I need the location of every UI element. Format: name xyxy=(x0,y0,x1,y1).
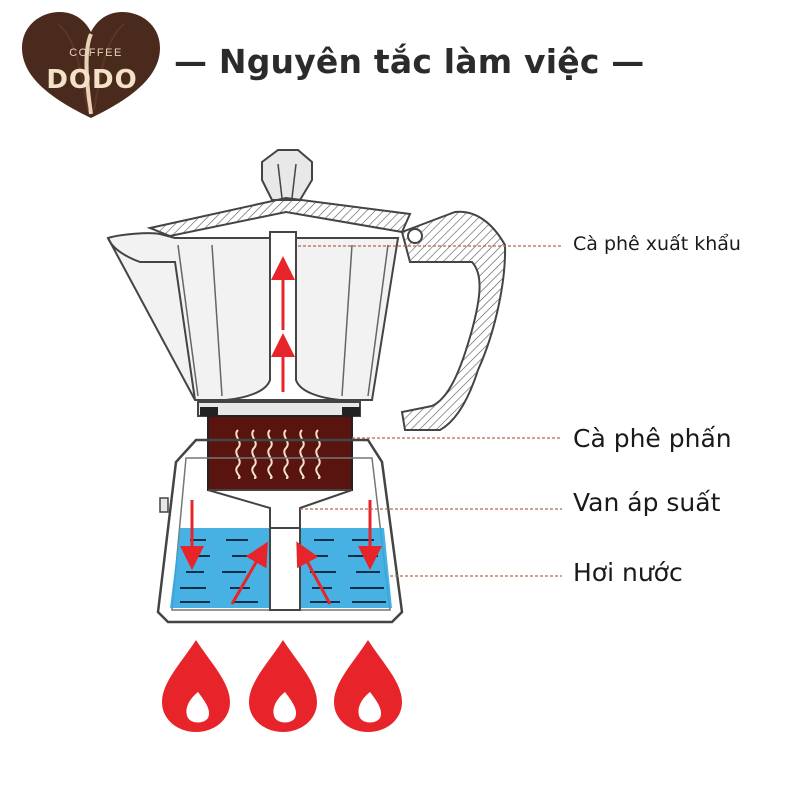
page-title: — Nguyên tắc làm việc — xyxy=(174,42,645,81)
flame-icon xyxy=(162,640,230,732)
label-steam: Hơi nước xyxy=(573,558,683,587)
label-coffee-grounds: Cà phê phấn xyxy=(573,424,732,453)
label-pressure-valve: Van áp suất xyxy=(573,488,721,517)
arrow-icon xyxy=(230,541,268,605)
brand-name: DODO xyxy=(46,65,137,95)
arrow-icon xyxy=(296,541,332,605)
flame-icon xyxy=(334,640,402,732)
lid-knob xyxy=(261,149,313,201)
coffee-bean-logo-icon xyxy=(22,12,160,118)
flame-icon xyxy=(249,640,317,732)
leader-lines xyxy=(298,245,562,577)
brand-small-text: COFFEE xyxy=(69,47,123,59)
flow-arrows xyxy=(180,256,382,605)
handle xyxy=(400,210,507,431)
label-coffee-out: Cà phê xuất khẩu xyxy=(573,233,741,255)
upper-chamber xyxy=(106,231,400,401)
brand-logo: COFFEE DODO xyxy=(18,10,164,122)
flames xyxy=(162,640,402,732)
water xyxy=(170,527,392,611)
lid xyxy=(146,196,412,238)
